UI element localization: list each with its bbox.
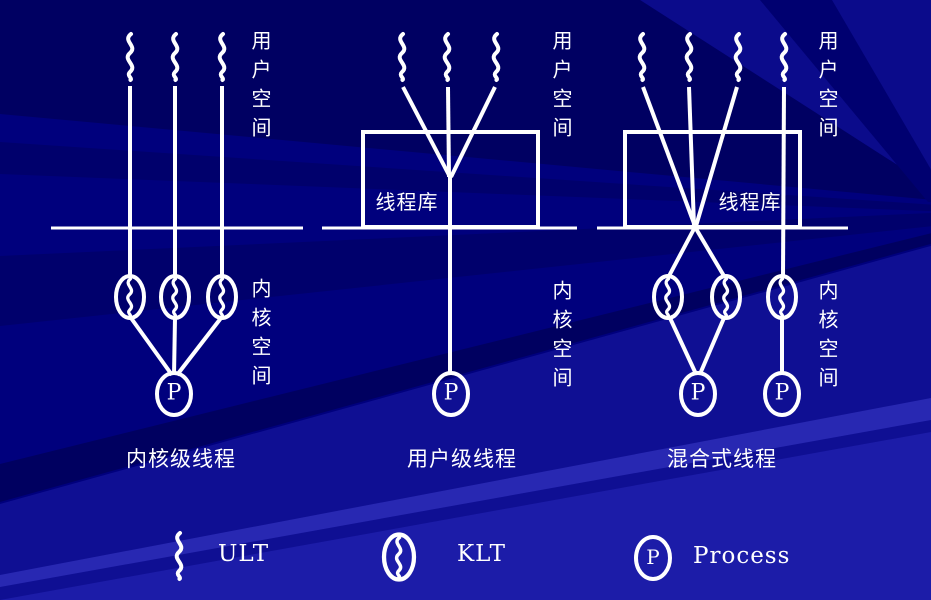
ult-icon — [779, 32, 789, 82]
ult-icon — [397, 32, 407, 82]
legend-process-label: Process — [693, 543, 791, 569]
klt-icon — [161, 276, 189, 318]
process-letter: P — [774, 380, 790, 406]
klt-icon — [654, 276, 682, 318]
klt-icon — [384, 535, 414, 580]
process-letter: P — [166, 380, 182, 406]
user-space-label: 用户空间 — [815, 30, 839, 146]
process-letter: P — [690, 380, 706, 406]
thread-line — [667, 226, 697, 277]
user-level-diagram — [322, 32, 577, 417]
thread-line — [175, 316, 223, 377]
ult-icon — [170, 32, 180, 82]
klt-icon — [116, 276, 144, 318]
thread-library-label: 线程库 — [718, 190, 782, 214]
diagram-caption: 用户级线程 — [407, 447, 517, 471]
ult-icon — [733, 32, 743, 82]
kernel-level-diagram — [51, 32, 303, 417]
ult-icon — [491, 32, 501, 82]
ult-icon — [637, 32, 647, 82]
klt-icon — [208, 276, 236, 318]
diagram-caption: 内核级线程 — [126, 447, 236, 471]
ult-icon — [217, 32, 227, 82]
thread-line — [668, 317, 698, 375]
hybrid-diagram — [597, 32, 848, 417]
user-space-label: 用户空间 — [549, 30, 573, 146]
user-space-label: 用户空间 — [248, 30, 272, 146]
process-letter: P — [443, 380, 459, 406]
legend-ult-label: ULT — [218, 541, 270, 567]
kernel-space-label: 内核空间 — [248, 278, 272, 394]
kernel-space-label: 内核空间 — [549, 280, 573, 396]
klt-icon — [768, 276, 796, 318]
diagram-caption: 混合式线程 — [667, 447, 777, 471]
thread-line — [781, 86, 786, 277]
thread-line — [693, 225, 726, 278]
thread-line — [641, 86, 697, 227]
ult-icon — [684, 32, 694, 82]
ult-icon — [125, 32, 135, 82]
thread-library-label: 线程库 — [375, 190, 439, 214]
thread-line — [698, 317, 726, 375]
ult-icon — [174, 531, 184, 581]
legend-klt-label: KLT — [457, 541, 506, 567]
thread-line — [687, 86, 696, 227]
thread-line — [172, 317, 177, 376]
process-letter: P — [646, 544, 660, 569]
kernel-space-label: 内核空间 — [815, 280, 839, 396]
ult-icon — [442, 32, 452, 82]
thread-line — [694, 86, 739, 227]
klt-icon — [712, 276, 740, 318]
thread-line — [129, 316, 174, 377]
